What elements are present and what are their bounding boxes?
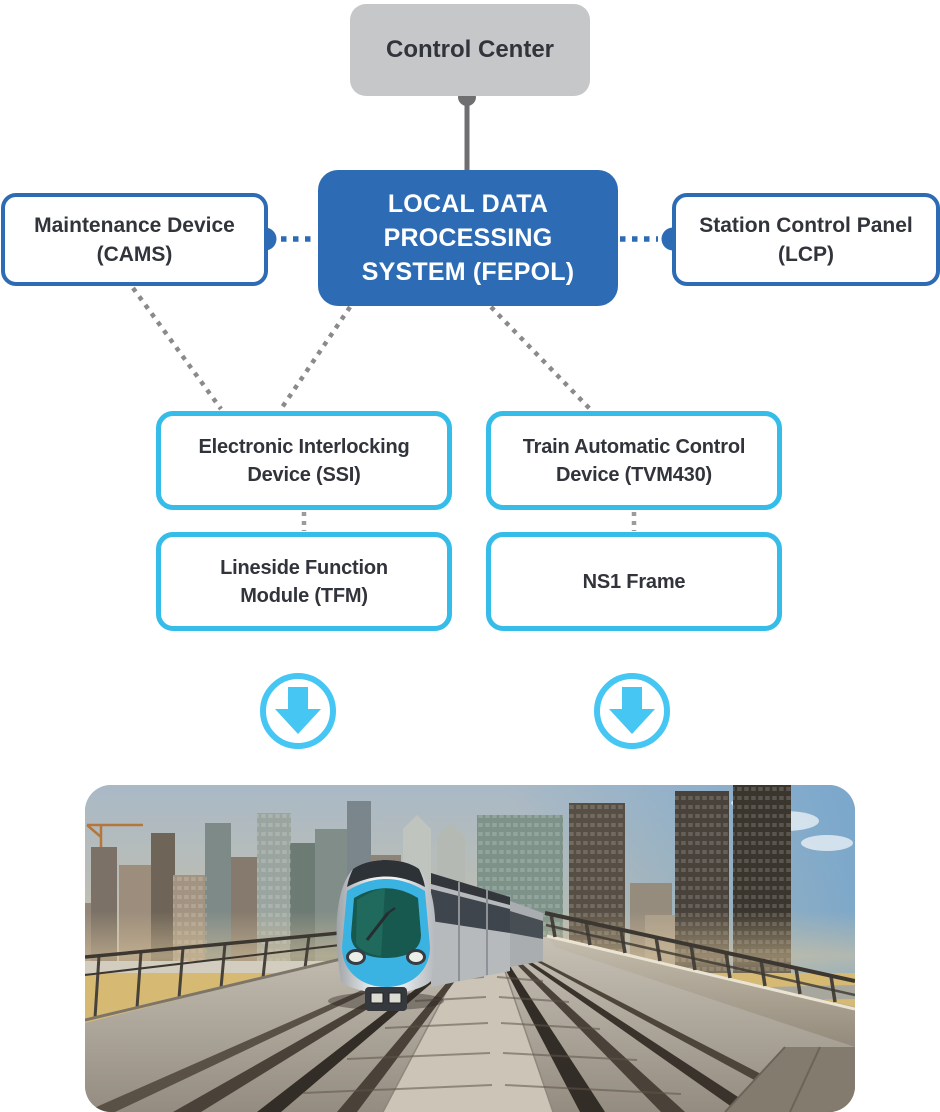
cams-ssi-dotted-line xyxy=(131,286,223,411)
tfm-label-line2: Module (TFM) xyxy=(240,584,368,607)
train-automatic-control-box: Train Automatic Control Device (TVM430) xyxy=(486,411,782,510)
fepol-label-line3: SYSTEM (FEPOL) xyxy=(361,258,575,286)
metro-photo xyxy=(85,785,855,1112)
right-parapet xyxy=(544,911,855,1112)
fepol-label-line1: LOCAL DATA xyxy=(387,190,549,218)
lcp-label-line2: (LCP) xyxy=(778,242,834,266)
cams-label-line1: Maintenance Device xyxy=(34,213,235,237)
fepol-label-line2: PROCESSING xyxy=(383,224,553,252)
fepol-box: LOCAL DATA PROCESSING SYSTEM (FEPOL) xyxy=(318,170,618,306)
ssi-label-line1: Electronic Interlocking xyxy=(198,435,410,458)
down-arrow-icon xyxy=(592,671,672,751)
station-control-panel-box: Station Control Panel (LCP) xyxy=(672,193,940,286)
tvm430-label-line2: Device (TVM430) xyxy=(556,463,712,486)
connector-lines xyxy=(131,88,685,531)
fepol-tvm-dotted-line xyxy=(489,305,592,411)
ssi-label-line2: Device (SSI) xyxy=(247,463,361,486)
control-center-label: Control Center xyxy=(386,36,554,63)
electronic-interlocking-box: Electronic Interlocking Device (SSI) xyxy=(156,411,452,510)
maintenance-device-box: Maintenance Device (CAMS) xyxy=(1,193,268,286)
lcp-label-line1: Station Control Panel xyxy=(699,213,913,237)
control-center-box: Control Center xyxy=(350,4,590,96)
down-arrow-icon xyxy=(258,671,338,751)
tfm-label-line1: Lineside Function xyxy=(220,556,388,579)
ns1-label-line1: NS1 Frame xyxy=(582,570,686,593)
fepol-ssi-dotted-line xyxy=(279,305,352,411)
ns1-frame-box: NS1 Frame xyxy=(486,532,782,631)
construction-crane xyxy=(86,823,143,847)
train xyxy=(328,860,543,1011)
cams-label-line2: (CAMS) xyxy=(96,242,173,266)
tvm430-label-line1: Train Automatic Control xyxy=(522,435,746,458)
lineside-function-module-box: Lineside Function Module (TFM) xyxy=(156,532,452,631)
